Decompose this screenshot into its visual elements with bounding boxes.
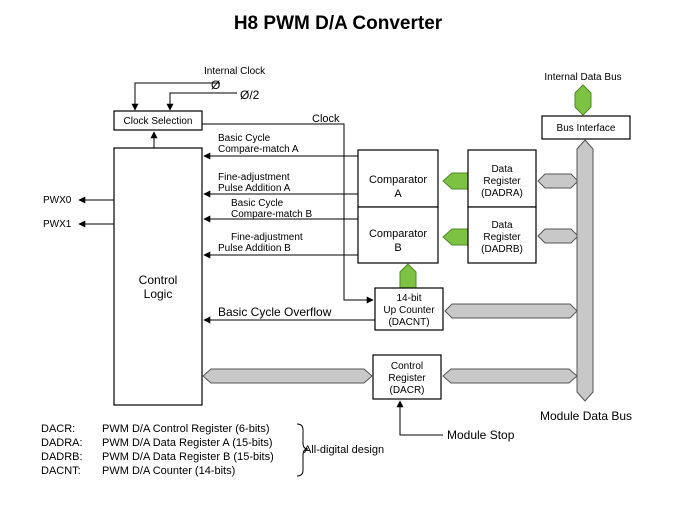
module-stop-label: Module Stop — [447, 428, 515, 442]
all-digital-label: All-digital design — [304, 444, 384, 456]
counter-bus-link — [444, 303, 578, 319]
fine-adj-b-label-2: Pulse Addition B — [218, 243, 291, 254]
bus-interface-block — [541, 115, 631, 140]
dadrb-to-comparator-arrow — [442, 228, 469, 246]
data-register-a-label-3: (DADRA) — [481, 188, 523, 199]
legend-abbr-dacnt: DACNT: — [41, 465, 81, 477]
pwx0-label: PWX0 — [43, 195, 72, 206]
legend-desc-dadra: PWM D/A Data Register A (15-bits) — [102, 437, 273, 449]
phi2-label: Ø/2 — [240, 88, 260, 102]
basic-cycle-overflow-label: Basic Cycle Overflow — [218, 305, 332, 319]
basic-cycle-b-label-1: Basic Cycle — [231, 198, 284, 209]
legend-abbr-dacr: DACR: — [41, 423, 75, 435]
control-register-label-2: Register — [388, 373, 426, 384]
up-counter-label-3: (DACNT) — [388, 317, 429, 328]
comparator-a-block — [357, 149, 439, 208]
dadra-bus-link — [537, 173, 579, 189]
control-logic-label-2: Logic — [144, 287, 173, 301]
legend-desc-dacr: PWM D/A Control Register (6-bits) — [102, 423, 269, 435]
internal-clock-label: Internal Clock — [204, 66, 266, 77]
dacr-bus-link — [442, 368, 578, 384]
module-data-bus — [576, 139, 594, 402]
fine-adj-a-label-2: Pulse Addition A — [218, 183, 291, 194]
data-register-a-label-2: Register — [483, 176, 521, 187]
clock-selection-label: Clock Selection — [124, 116, 193, 127]
control-logic-dacr-link — [202, 368, 373, 384]
phi-wire — [131, 82, 220, 111]
phi-label: Ø — [211, 78, 220, 92]
pwx1-label: PWX1 — [43, 219, 72, 230]
module-stop-wire — [396, 400, 443, 436]
clock-wire — [202, 123, 374, 304]
control-logic-block — [113, 147, 203, 406]
phi2-wire — [166, 92, 237, 111]
data-register-b-label-2: Register — [483, 232, 521, 243]
clock-label: Clock — [312, 113, 340, 125]
data-register-a-block — [467, 149, 537, 208]
clock-selection-block — [113, 110, 203, 131]
legend-abbr-dadra: DADRA: — [41, 437, 83, 449]
legend: DACR: PWM D/A Control Register (6-bits) … — [41, 423, 274, 477]
legend-desc-dacnt: PWM D/A Counter (14-bits) — [102, 465, 235, 477]
dadra-to-comparator-arrow — [442, 172, 469, 190]
comparator-b-label-2: B — [394, 242, 401, 254]
control-register-label-1: Control — [391, 361, 423, 372]
basic-cycle-a-label-2: Compare-match A — [218, 144, 299, 155]
fine-adj-b-label-1: Fine-adjustment — [231, 232, 303, 243]
module-data-bus-label: Module Data Bus — [540, 409, 632, 423]
comparator-a-label-2: A — [394, 188, 402, 200]
control-register-label-3: (DACR) — [390, 385, 425, 396]
comparator-b-label-1: Comparator — [369, 228, 427, 240]
counter-to-comparator-arrow — [399, 263, 417, 289]
up-counter-label-1: 14-bit — [396, 293, 421, 304]
basic-cycle-b-label-2: Compare-match B — [231, 209, 312, 220]
data-register-b-label-3: (DADRB) — [481, 244, 523, 255]
comparator-b-block — [357, 206, 439, 264]
data-register-a-label-1: Data — [491, 164, 513, 175]
basic-cycle-a-label-1: Basic Cycle — [218, 133, 271, 144]
legend-desc-dadrb: PWM D/A Data Register B (15-bits) — [102, 451, 274, 463]
control-logic-label-1: Control — [139, 273, 178, 287]
internal-data-bus-label: Internal Data Bus — [544, 72, 621, 83]
bus-interface-label: Bus Interface — [557, 123, 616, 134]
legend-brace — [296, 423, 309, 477]
data-register-b-label-1: Data — [491, 220, 513, 231]
dadrb-bus-link — [537, 228, 579, 244]
legend-abbr-dadrb: DADRB: — [41, 451, 83, 463]
fine-adj-a-label-1: Fine-adjustment — [218, 172, 290, 183]
up-counter-label-2: Up Counter — [383, 305, 435, 316]
control-register-block — [372, 354, 442, 400]
up-counter-block — [374, 287, 444, 331]
internal-data-bus-arrow — [574, 84, 592, 116]
page-title: H8 PWM D/A Converter — [234, 13, 443, 34]
data-register-b-block — [467, 206, 537, 264]
comparator-a-label-1: Comparator — [369, 174, 427, 186]
